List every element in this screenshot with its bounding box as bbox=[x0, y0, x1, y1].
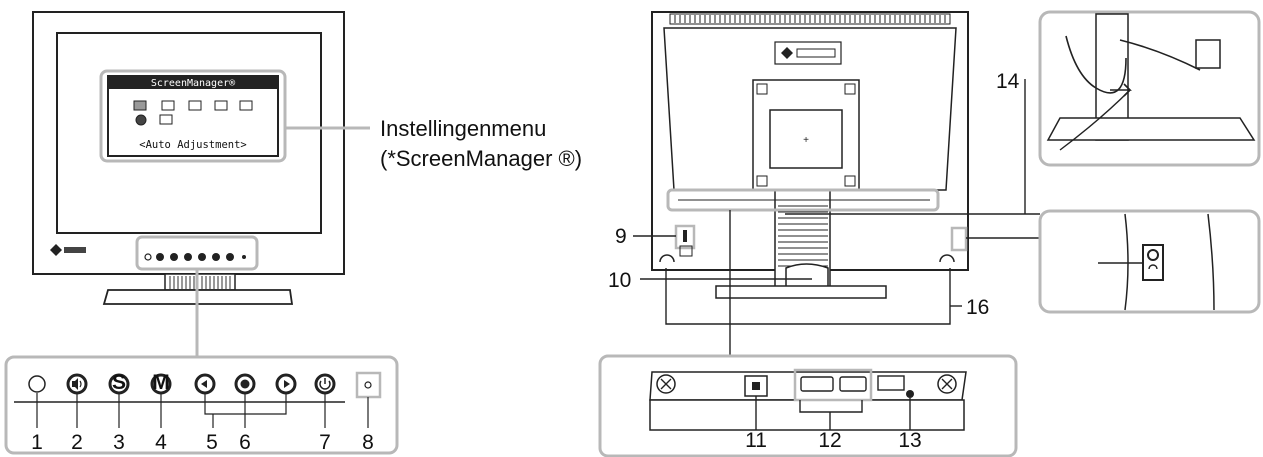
label-12: 12 bbox=[818, 429, 841, 452]
menu-callout-subtitle: (*ScreenManager ®) bbox=[380, 146, 582, 171]
enter-icon bbox=[234, 373, 256, 395]
menu-icons bbox=[133, 100, 253, 126]
mode-icon: M bbox=[150, 371, 172, 395]
label-14: 14 bbox=[996, 70, 1020, 93]
front-button-strip bbox=[144, 253, 246, 261]
right-arrow-icon bbox=[275, 373, 297, 395]
label-7: 7 bbox=[319, 431, 331, 454]
rear-monitor: + bbox=[651, 11, 969, 299]
label-2: 2 bbox=[71, 431, 83, 454]
label-13: 13 bbox=[898, 429, 921, 452]
rear-leaders bbox=[633, 79, 1040, 356]
label-11: 11 bbox=[745, 429, 767, 452]
front-monitor bbox=[32, 11, 345, 356]
label-10: 10 bbox=[608, 269, 631, 292]
headphone-jack-detail bbox=[1038, 209, 1261, 314]
rear-logo-icon bbox=[774, 41, 842, 65]
sensor-icon bbox=[28, 375, 46, 393]
menu-status-text: <Auto Adjustment> bbox=[139, 139, 246, 151]
power-icon bbox=[314, 373, 336, 395]
front-button-panel bbox=[4, 355, 399, 455]
cable-holder-detail bbox=[1038, 10, 1261, 167]
label-16: 16 bbox=[966, 296, 989, 319]
power-led-icon bbox=[355, 371, 382, 399]
front-leaders bbox=[36, 393, 369, 428]
bottom-leaders bbox=[755, 396, 911, 430]
brand-logo-icon bbox=[50, 244, 86, 256]
signal-select-icon: S bbox=[108, 371, 130, 395]
label-3: 3 bbox=[113, 431, 125, 454]
label-9: 9 bbox=[615, 225, 627, 248]
left-arrow-icon bbox=[194, 373, 216, 395]
label-5: 5 bbox=[206, 431, 218, 454]
screenmanager-menu: ScreenManager® <Auto Adjustment> bbox=[99, 69, 370, 163]
connector-panel bbox=[598, 354, 1018, 457]
svg-text:M: M bbox=[152, 371, 170, 394]
menu-title: ScreenManager® bbox=[151, 78, 236, 89]
svg-text:+: + bbox=[803, 135, 809, 146]
label-8: 8 bbox=[362, 431, 374, 454]
label-1: 1 bbox=[31, 431, 43, 454]
label-4: 4 bbox=[155, 431, 167, 454]
label-6: 6 bbox=[239, 431, 251, 454]
svg-text:S: S bbox=[112, 371, 126, 394]
menu-callout-title: Instellingenmenu bbox=[380, 116, 546, 141]
volume-icon bbox=[66, 373, 88, 395]
